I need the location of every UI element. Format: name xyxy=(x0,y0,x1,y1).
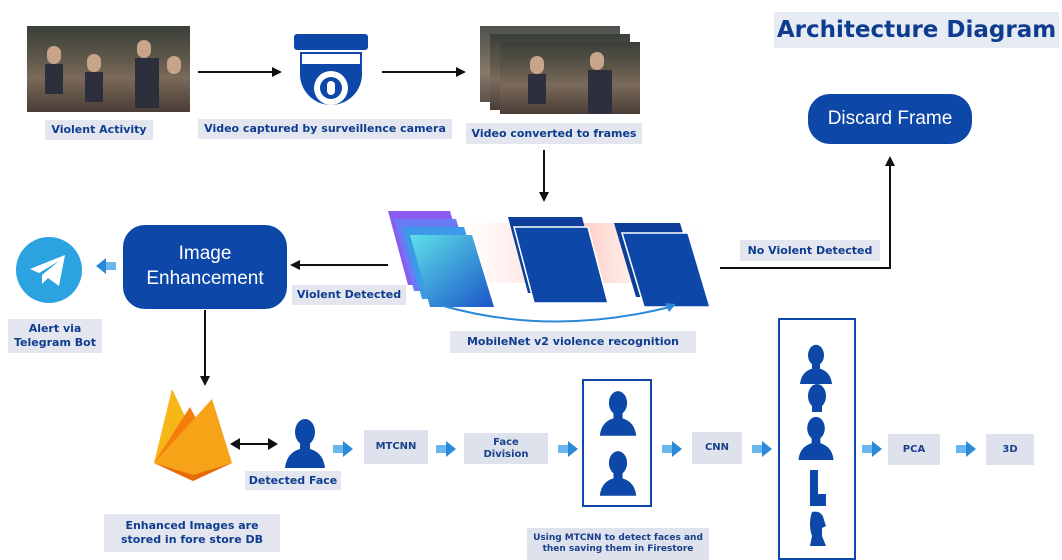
face-division-panel xyxy=(582,379,652,507)
mtcnn-note-line1: Using MTCNN to detect faces and xyxy=(533,533,703,544)
mtcnn-note-label: Using MTCNN to detect faces and then sav… xyxy=(527,528,709,560)
diagram-title: Architecture Diagram xyxy=(774,12,1059,48)
face-icon xyxy=(798,416,834,460)
face-icon xyxy=(599,451,637,496)
arrow-icon xyxy=(333,441,353,457)
face-division-box: Face Division xyxy=(464,433,548,464)
arrow-camera-to-frames xyxy=(382,67,466,77)
face-icon xyxy=(810,511,826,546)
discard-frame-box: Discard Frame xyxy=(808,94,972,144)
alert-line2: Telegram Bot xyxy=(14,336,96,349)
detected-face-label: Detected Face xyxy=(245,471,341,490)
video-frames-label: Video converted to frames xyxy=(466,123,642,144)
image-enhancement-line2: Enhancement xyxy=(146,268,264,289)
arrow-to-discard xyxy=(720,156,895,269)
violent-activity-image xyxy=(27,26,190,112)
face-icon xyxy=(808,384,826,412)
telegram-icon xyxy=(16,237,82,303)
image-enhancement-box: Image Enhancement xyxy=(123,225,287,309)
no-violent-label: No Violent Detected xyxy=(740,240,880,261)
violent-activity-label: Violent Activity xyxy=(45,120,153,140)
arrow-to-enhancement xyxy=(290,260,388,270)
camera-icon xyxy=(294,34,368,105)
alert-line1: Alert via xyxy=(28,322,82,336)
arrow-icon xyxy=(752,441,772,457)
mtcnn-note-line2: then saving them in Firestore xyxy=(542,544,694,554)
face-division-line2: Division xyxy=(483,448,529,460)
mobilenet-label: MobileNet v2 violence recognition xyxy=(450,331,696,353)
firebase-icon xyxy=(154,389,232,481)
three-d-box: 3D xyxy=(986,434,1034,465)
double-arrow-db-face xyxy=(230,438,278,450)
arrow-icon xyxy=(862,441,882,457)
face-icon xyxy=(285,419,325,468)
frames-image-1 xyxy=(500,42,640,114)
alert-label: Alert via Telegram Bot xyxy=(8,319,102,353)
face-division-line1: Face xyxy=(493,436,519,448)
arrow-to-telegram-icon xyxy=(96,258,116,274)
violent-detected-label: Violent Detected xyxy=(292,285,406,305)
enhanced-line1: Enhanced Images are xyxy=(125,519,259,533)
mtcnn-box: MTCNN xyxy=(364,430,428,464)
arrow-frames-to-mobilenet xyxy=(539,150,549,202)
arrow-icon xyxy=(956,441,976,457)
face-icon xyxy=(599,391,637,436)
mobilenet-graphic xyxy=(388,211,712,323)
enhanced-line2: stored in fore store DB xyxy=(120,533,264,546)
cnn-features-panel xyxy=(778,318,856,560)
arrow-icon xyxy=(662,441,682,457)
arrow-enhancement-to-db xyxy=(200,310,210,386)
video-captured-label: Video captured by surveillence camera xyxy=(198,119,452,139)
face-icon xyxy=(810,470,826,506)
arrow-activity-to-camera xyxy=(198,67,282,77)
enhanced-images-label: Enhanced Images are stored in fore store… xyxy=(104,514,280,552)
arrow-icon xyxy=(558,441,578,457)
pca-box: PCA xyxy=(888,434,940,465)
image-enhancement-line1: Image xyxy=(178,243,232,265)
face-icon xyxy=(800,344,832,384)
cnn-box: CNN xyxy=(692,432,742,464)
arrow-icon xyxy=(436,441,456,457)
